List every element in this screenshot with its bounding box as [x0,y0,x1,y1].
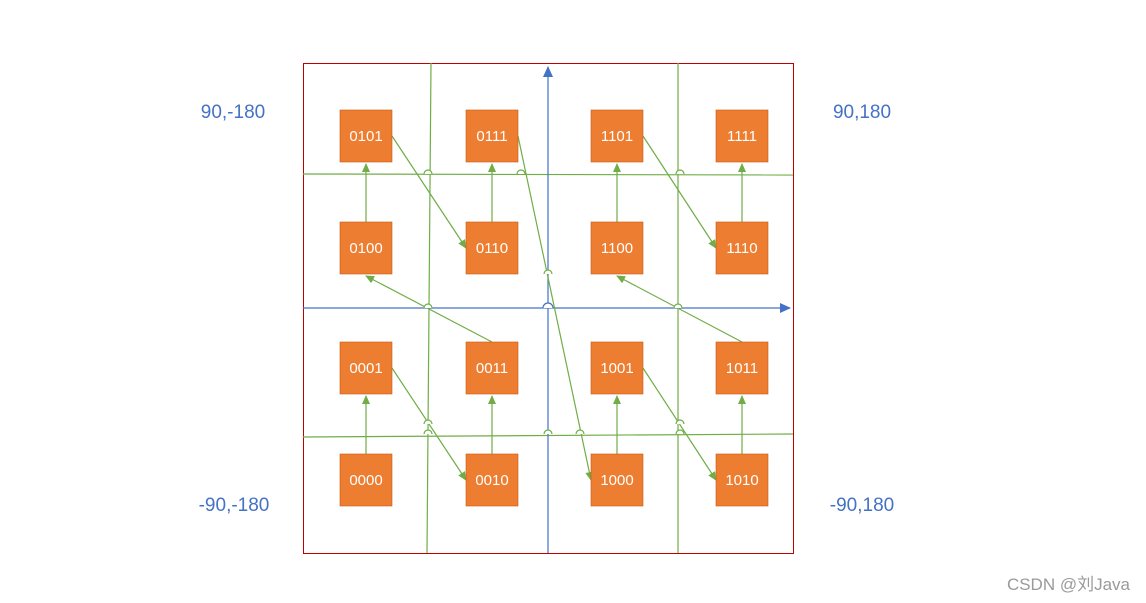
cell-code-label: 0000 [349,472,382,489]
cell-box-rect [465,109,519,163]
cell-box-0101: 0101 [339,109,393,163]
line-crossing-hop [423,303,433,309]
cell-box-0001: 0001 [339,341,393,395]
cell-box-rect [715,453,769,507]
cell-box-1011: 1011 [715,341,769,395]
watermark: CSDN @刘Java [1006,575,1130,594]
corner-label-bottom-left: -90,-180 [199,495,270,516]
cell-code-label: 0011 [476,360,508,377]
line-crossing-hop [423,169,433,175]
cell-box-rect [465,453,519,507]
line-crossing-hop [516,169,526,175]
cell-boxes: 0101 0111 1101 1111 0100 0110 1100 1110 0001 0011… [339,109,769,507]
cell-box-rect [465,221,519,275]
cell-box-rect [590,109,644,163]
arrow-0101-to-0110 [391,135,467,249]
corner-label-bottom-right: -90,180 [830,495,894,516]
cell-box-rect [715,109,769,163]
line-crossing-hop [543,429,553,435]
cell-code-label: 0010 [475,472,508,489]
cell-box-0010: 0010 [465,453,519,507]
cell-code-label: 0100 [349,240,382,257]
corner-label-top-right: 90,180 [833,102,891,123]
cell-box-rect [339,109,393,163]
cell-code-label: 1101 [601,128,633,145]
cell-box-rect [715,221,769,275]
cell-code-label: 1010 [725,472,758,489]
line-crossing-hop [675,429,685,435]
cell-box-1100: 1100 [590,221,644,275]
cell-code-label: 1011 [726,360,758,377]
cell-box-rect [465,341,519,395]
line-crossing-hop [423,419,433,425]
cell-box-rect [339,341,393,395]
cell-box-rect [339,221,393,275]
line-crossing-hop [675,169,685,175]
line-crossing-hop [675,419,685,425]
cell-box-1001: 1001 [590,341,644,395]
axes [303,66,791,553]
cell-code-label: 1111 [727,128,757,145]
cell-code-label: 0001 [349,360,382,377]
cell-box-1000: 1000 [590,453,644,507]
corner-label-top-left: 90,-180 [201,102,265,123]
cell-box-rect [590,221,644,275]
cell-box-0111: 0111 [465,109,519,163]
arrow-1011-to-1100 [616,275,743,343]
axis-crossing-hop [542,302,554,309]
line-crossing-hop [543,269,553,275]
cell-code-label: 1110 [726,240,757,257]
line-crossing-hop [575,429,585,435]
cell-box-1111: 1111 [715,109,769,163]
cell-code-label: 0110 [476,240,508,257]
cell-box-rect [339,453,393,507]
cell-box-rect [715,341,769,395]
cell-box-0000: 0000 [339,453,393,507]
arrow-1101-to-1110 [642,135,717,249]
cell-box-1110: 1110 [715,221,769,275]
cell-box-0110: 0110 [465,221,519,275]
cell-box-1101: 1101 [590,109,644,163]
z-order-arrows [362,135,746,481]
cell-box-rect [590,341,644,395]
cell-box-0100: 0100 [339,221,393,275]
cell-code-label: 0111 [476,128,507,145]
line-crossing-hop [423,429,433,435]
cell-code-label: 1001 [600,360,633,377]
line-crossing-hop [673,303,683,309]
cell-box-0011: 0011 [465,341,519,395]
cell-code-label: 0101 [349,128,382,145]
cell-code-label: 1000 [600,472,633,489]
arrow-0011-to-0100 [365,275,493,343]
crossing-hops [423,169,685,435]
cell-box-1010: 1010 [715,453,769,507]
cell-box-rect [590,453,644,507]
arrow-0111-to-1000 [517,135,594,481]
cell-code-label: 1100 [601,240,633,257]
